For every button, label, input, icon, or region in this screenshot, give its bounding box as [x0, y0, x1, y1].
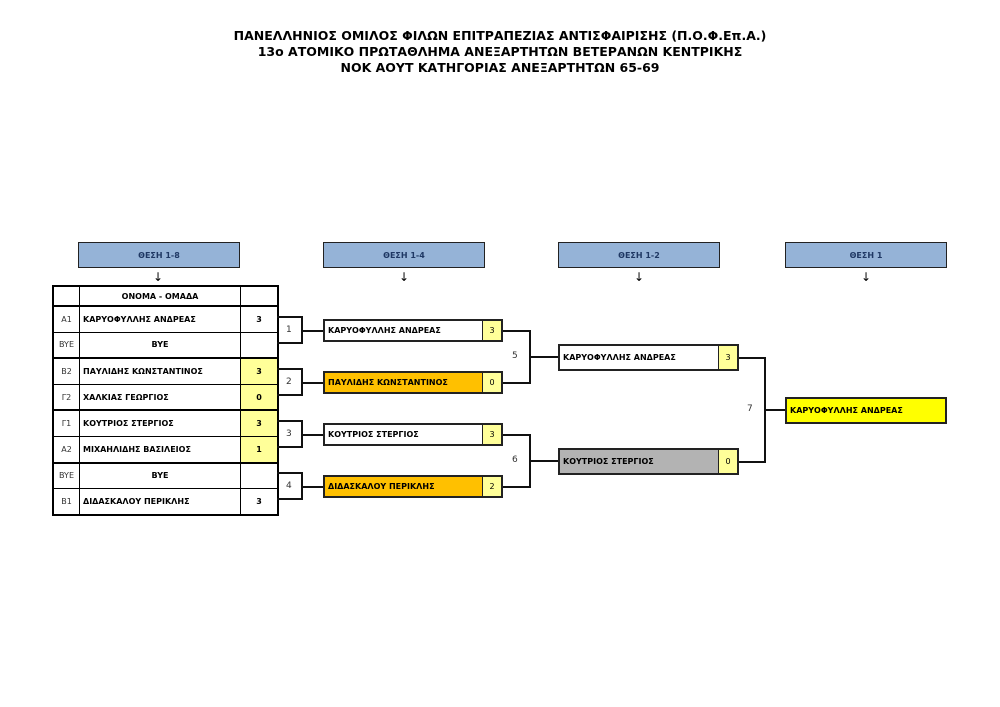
score [240, 331, 279, 359]
header-round-1-2: ΘΕΣΗ 1-2 [558, 242, 720, 268]
score: 1 [240, 435, 279, 464]
bracket-connector-line [503, 330, 531, 332]
match-number: 3 [286, 429, 292, 439]
score: 0 [240, 383, 279, 411]
score: 0 [482, 373, 501, 392]
semifinal-entry: ΚΟΥΤΡΙΟΣ ΣΤΕΡΓΙΟΣ 0 [558, 448, 739, 475]
arrow-down-icon: ↓ [398, 270, 410, 284]
score: 3 [482, 321, 501, 340]
title-championship: 13ο ΑΤΟΜΙΚΟ ΠΡΩΤΑΘΛΗΜΑ ΑΝΕΞΑΡΤΗΤΩΝ ΒΕΤΕΡ… [257, 44, 743, 59]
bracket-connector-line [277, 498, 303, 500]
bracket-connector-line [739, 461, 766, 463]
player-name: ΔΙΔΑΣΚΑΛΟΥ ΠΕΡΙΚΛΗΣ [79, 488, 241, 516]
bracket-connector-line [764, 409, 786, 411]
round2-entry: ΠΑΥΛΙΔΗΣ ΚΩΝΣΤΑΝΤΙΝΟΣ 0 [323, 371, 503, 394]
seed-code: Α2 [52, 435, 80, 464]
arrow-down-icon: ↓ [860, 270, 872, 284]
score: 2 [482, 477, 501, 496]
bracket-connector-line [529, 460, 559, 462]
score: 3 [718, 346, 737, 369]
seed-code: Α1 [52, 304, 80, 333]
seed-code: Γ1 [52, 409, 80, 437]
player-name: ΔΙΔΑΣΚΑΛΟΥ ΠΕΡΙΚΛΗΣ [328, 482, 435, 491]
title-category: ΝΟΚ ΑΟΥΤ ΚΑΤΗΓΟΡΙΑΣ ΑΝΕΞΑΡΤΗΤΩΝ 65-69 [340, 60, 660, 75]
match-number: 1 [286, 325, 292, 335]
score: 3 [482, 425, 501, 444]
score: 0 [718, 450, 737, 473]
score: 3 [240, 488, 279, 516]
bracket-connector-line [503, 486, 531, 488]
header-round-1: ΘΕΣΗ 1 [785, 242, 947, 268]
player-name: ΚΑΡΥΟΦΥΛΛΗΣ ΑΝΔΡΕΑΣ [328, 326, 441, 335]
bracket-connector-line [277, 394, 303, 396]
champion-entry: ΚΑΡΥΟΦΥΛΛΗΣ ΑΝΔΡΕΑΣ [785, 397, 947, 424]
player-name: ΜΙΧΑΗΛΙΔΗΣ ΒΑΣΙΛΕΙΟΣ [79, 435, 241, 464]
bracket-connector-line [277, 342, 303, 344]
round2-entry: ΚΑΡΥΟΦΥΛΛΗΣ ΑΝΔΡΕΑΣ 3 [323, 319, 503, 342]
bracket-connector-line [277, 368, 303, 370]
bracket-connector-line [277, 472, 303, 474]
column-header-name: ΟΝΟΜΑ - ΟΜΑΔΑ [79, 285, 241, 307]
seed-code: BYE [52, 461, 80, 490]
seed-code: Β2 [52, 357, 80, 385]
round2-entry: ΚΟΥΤΡΙΟΣ ΣΤΕΡΓΙΟΣ 3 [323, 423, 503, 446]
player-name: ΠΑΥΛΙΔΗΣ ΚΩΝΣΤΑΝΤΙΝΟΣ [328, 378, 448, 387]
header-round-1-4: ΘΕΣΗ 1-4 [323, 242, 485, 268]
player-name: ΠΑΥΛΙΔΗΣ ΚΩΝΣΤΑΝΤΙΝΟΣ [79, 357, 241, 385]
seed-code: Β1 [52, 488, 80, 516]
bracket-connector-line [529, 356, 559, 358]
match-number: 6 [512, 455, 518, 465]
bracket-connector-line [277, 446, 303, 448]
player-name: ΚΟΥΤΡΙΟΣ ΣΤΕΡΓΙΟΣ [79, 409, 241, 437]
score: 3 [240, 304, 279, 333]
header-round-1-8: ΘΕΣΗ 1-8 [78, 242, 240, 268]
seed-code: Γ2 [52, 383, 80, 411]
player-name: ΚΑΡΥΟΦΥΛΛΗΣ ΑΝΔΡΕΑΣ [79, 304, 241, 333]
semifinal-entry: ΚΑΡΥΟΦΥΛΛΗΣ ΑΝΔΡΕΑΣ 3 [558, 344, 739, 371]
player-name: BYE [79, 331, 241, 359]
bracket-connector-line [301, 486, 324, 488]
round2-entry: ΔΙΔΑΣΚΑΛΟΥ ΠΕΡΙΚΛΗΣ 2 [323, 475, 503, 498]
score: 3 [240, 357, 279, 385]
score: 3 [240, 409, 279, 437]
match-number: 7 [747, 404, 753, 414]
match-number: 2 [286, 377, 292, 387]
bracket-connector-line [277, 316, 303, 318]
player-name: BYE [79, 461, 241, 490]
bracket-connector-line [301, 382, 324, 384]
player-name: ΧΑΛΚΙΑΣ ΓΕΩΡΓΙΟΣ [79, 383, 241, 411]
bracket-connector-line [503, 382, 531, 384]
bracket-connector-line [739, 357, 766, 359]
bracket-connector-line [301, 330, 324, 332]
match-number: 4 [286, 481, 292, 491]
title-federation: ΠΑΝΕΛΛΗΝΙΟΣ ΟΜΙΛΟΣ ΦΙΛΩΝ ΕΠΙΤΡΑΠΕΖΙΑΣ ΑΝ… [233, 28, 767, 43]
arrow-down-icon: ↓ [633, 270, 645, 284]
arrow-down-icon: ↓ [152, 270, 164, 284]
player-name: ΚΟΥΤΡΙΟΣ ΣΤΕΡΓΙΟΣ [563, 457, 654, 466]
player-name: ΚΑΡΥΟΦΥΛΛΗΣ ΑΝΔΡΕΑΣ [563, 353, 676, 362]
bracket-connector-line [301, 434, 324, 436]
bracket-connector-line [503, 434, 531, 436]
match-number: 5 [512, 351, 518, 361]
player-name: ΚΟΥΤΡΙΟΣ ΣΤΕΡΓΙΟΣ [328, 430, 419, 439]
seed-code: BYE [52, 331, 80, 359]
player-name: ΚΑΡΥΟΦΥΛΛΗΣ ΑΝΔΡΕΑΣ [790, 406, 903, 415]
score [240, 461, 279, 490]
bracket-connector-line [277, 420, 303, 422]
